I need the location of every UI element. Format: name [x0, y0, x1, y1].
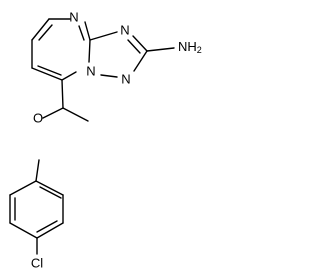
amine-nh: NH	[178, 39, 197, 54]
bond	[9, 222, 38, 239]
atom-n-bridge: N	[86, 64, 95, 79]
bond	[61, 71, 77, 81]
bond	[132, 35, 148, 52]
bond	[133, 50, 148, 72]
atom-oxygen: O	[33, 111, 43, 126]
bond	[31, 18, 50, 41]
triazole-ring	[89, 31, 148, 78]
chlorophenyl-ring	[9, 159, 64, 255]
atom-n-pyrimidine: N	[69, 10, 78, 25]
pyrimidine-ring	[31, 18, 91, 81]
ethyl-ether-linker	[42, 79, 89, 122]
bond	[84, 21, 91, 41]
bond	[35, 180, 64, 196]
bond	[146, 47, 175, 52]
bond	[78, 25, 85, 41]
bond	[37, 65, 62, 76]
bond	[36, 220, 58, 233]
bond	[88, 39, 91, 63]
atom-chlorine: Cl	[31, 256, 43, 271]
amine-subscript: 2	[197, 45, 202, 55]
atom-n-triazole-right: N	[120, 23, 129, 38]
bond	[39, 186, 62, 199]
bond	[42, 107, 64, 119]
bond	[61, 79, 64, 109]
bond	[89, 31, 118, 41]
bond	[31, 67, 63, 81]
bond	[62, 107, 89, 122]
bond	[38, 24, 53, 41]
bond	[9, 180, 37, 196]
bond	[35, 159, 40, 182]
bond	[36, 222, 64, 239]
bond	[100, 74, 118, 78]
chemical-structure-diagram: N N N N NH2 O Cl	[9, 10, 202, 271]
atom-n-triazole-bottom: N	[121, 72, 130, 87]
amine-substituent	[146, 47, 175, 52]
bond	[127, 39, 141, 54]
amine-label: NH2	[178, 39, 202, 56]
